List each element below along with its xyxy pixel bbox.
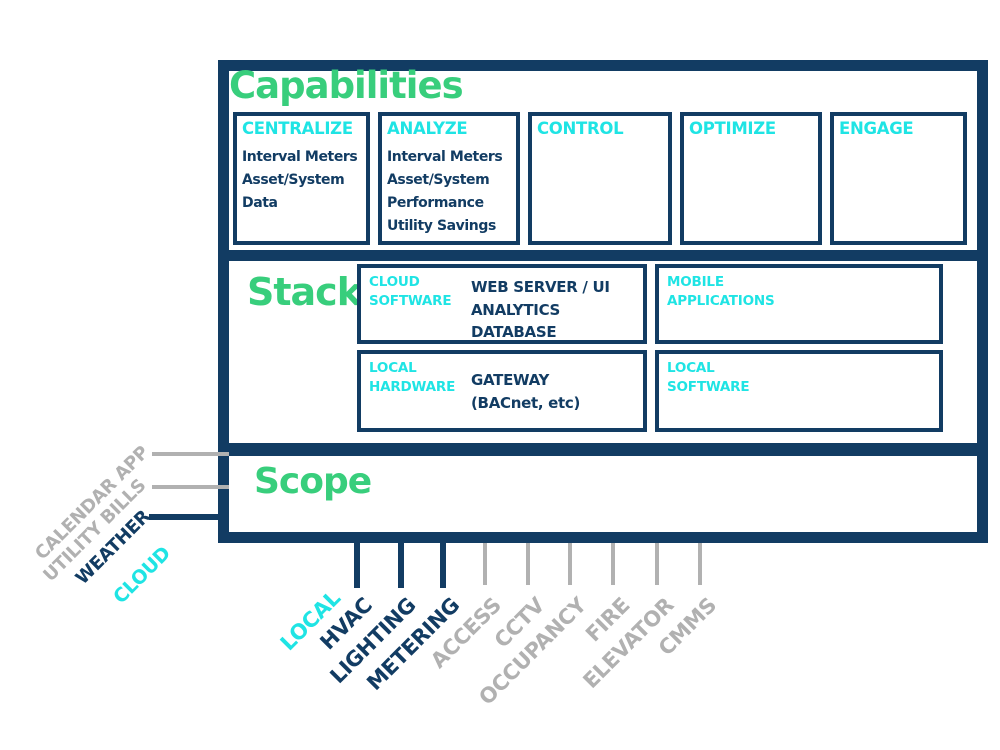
stack-label-line: LOCAL [369, 360, 417, 376]
stack-box-mobile-applications: MOBILE APPLICATIONS [655, 264, 943, 344]
stack-box-label: LOCAL HARDWARE [361, 354, 471, 428]
connector-line-cctv [526, 543, 530, 585]
capability-box-centralize: CENTRALIZE Interval Meters Asset/System … [233, 112, 370, 245]
stack-label-line: LOCAL [667, 360, 715, 376]
connector-line-elevator [655, 543, 659, 585]
connector-line-fire [611, 543, 615, 585]
capability-item: Interval Meters [242, 149, 358, 165]
stack-content-line: GATEWAY [471, 371, 550, 389]
stack-label-line: HARDWARE [369, 379, 456, 395]
connector-line-access [483, 543, 487, 585]
capability-item: Asset/System [387, 172, 490, 188]
stack-label-line: SOFTWARE [667, 379, 750, 395]
stack-box-label: LOCAL SOFTWARE [659, 354, 769, 428]
capabilities-title: Capabilities [229, 64, 464, 107]
stack-label-line: SOFTWARE [369, 293, 452, 309]
capability-box-heading: OPTIMIZE [689, 119, 776, 138]
stack-content-line: DATABASE [471, 323, 557, 341]
stack-box-label: CLOUD SOFTWARE [361, 268, 471, 340]
capability-box-optimize: OPTIMIZE [680, 112, 822, 245]
connector-line-metering [440, 543, 446, 588]
connector-line-weather [149, 514, 229, 520]
stack-box-label: MOBILE APPLICATIONS [659, 268, 775, 340]
stack-label-line: MOBILE [667, 274, 724, 290]
capability-box-analyze: ANALYZE Interval Meters Asset/System Per… [378, 112, 520, 245]
stack-box-cloud-software: CLOUD SOFTWARE WEB SERVER / UI ANALYTICS… [357, 264, 647, 344]
stack-box-local-software: LOCAL SOFTWARE [655, 350, 943, 432]
capability-item: Utility Savings [387, 218, 496, 234]
capability-box-heading: ENGAGE [839, 119, 914, 138]
capability-item: Asset/System [242, 172, 345, 188]
capability-box-items: Interval Meters Asset/System Data [242, 146, 361, 215]
capability-box-items: Interval Meters Asset/System Performance… [387, 146, 511, 238]
stack-box-content: GATEWAY (BACnet, etc) [471, 354, 580, 428]
stack-box-content: WEB SERVER / UI ANALYTICS DATABASE [471, 268, 610, 340]
connector-line-hvac [354, 543, 360, 588]
connector-line-utility-bills [152, 485, 229, 489]
capability-item: Data [242, 195, 278, 211]
capability-item: Performance [387, 195, 484, 211]
connector-line-cmms [698, 543, 702, 585]
capability-box-engage: ENGAGE [830, 112, 967, 245]
separator-capabilities-stack [218, 250, 988, 261]
connector-line-calendar-app [152, 452, 229, 456]
stack-content-line: (BACnet, etc) [471, 393, 581, 412]
scope-title: Scope [254, 461, 372, 502]
capability-box-heading: ANALYZE [387, 119, 468, 138]
capability-box-control: CONTROL [528, 112, 672, 245]
stack-content-line: WEB SERVER / UI [471, 278, 610, 296]
stack-content-line: ANALYTICS [471, 300, 561, 319]
capability-box-heading: CONTROL [537, 119, 624, 138]
separator-stack-scope [218, 443, 988, 456]
stack-title: Stack [247, 270, 362, 314]
stack-box-local-hardware: LOCAL HARDWARE GATEWAY (BACnet, etc) [357, 350, 647, 432]
capability-item: Interval Meters [387, 149, 503, 165]
connector-line-occupancy [568, 543, 572, 585]
connector-line-lighting [398, 543, 404, 588]
capability-box-heading: CENTRALIZE [242, 119, 353, 138]
stack-label-line: APPLICATIONS [667, 293, 775, 309]
stack-label-line: CLOUD [369, 274, 420, 290]
